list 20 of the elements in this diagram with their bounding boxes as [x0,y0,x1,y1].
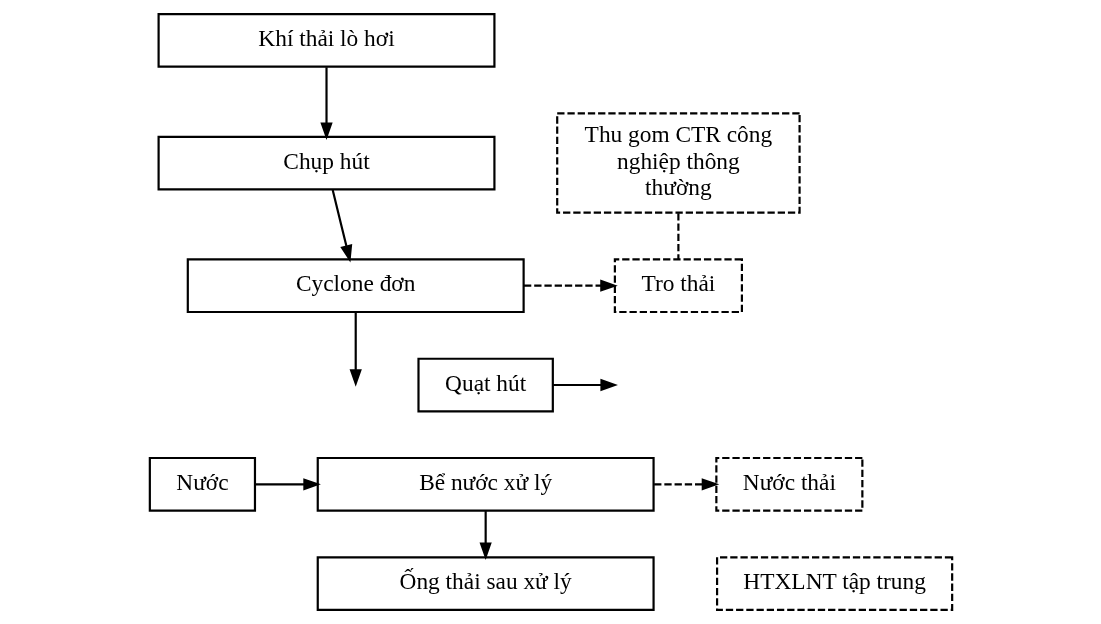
arrow [255,478,321,491]
arrow [349,312,362,387]
node-box: Cyclone đơn [186,258,525,314]
node-box: Nước thải [714,456,863,512]
arrow [523,279,618,292]
node-box: Chụp hút [157,135,495,191]
arrow [331,189,352,263]
node-box: Bể nước xử lý [316,456,655,512]
arrow [552,378,618,392]
node-box: Quạt hút [416,357,554,413]
node-box: Khí thải lò hơi [157,13,495,68]
arrow [479,511,492,560]
arrow [653,478,719,491]
connector [676,213,679,260]
arrow [319,67,333,140]
node-box: Tro thải [613,258,743,314]
node-box: Ống thải sau xử lý [316,556,655,611]
node-box: HTXLNT tập trung [715,556,953,611]
node-box: Nước [148,456,256,512]
node-box: Thu gom CTR công nghiệp thông thường [555,112,801,214]
